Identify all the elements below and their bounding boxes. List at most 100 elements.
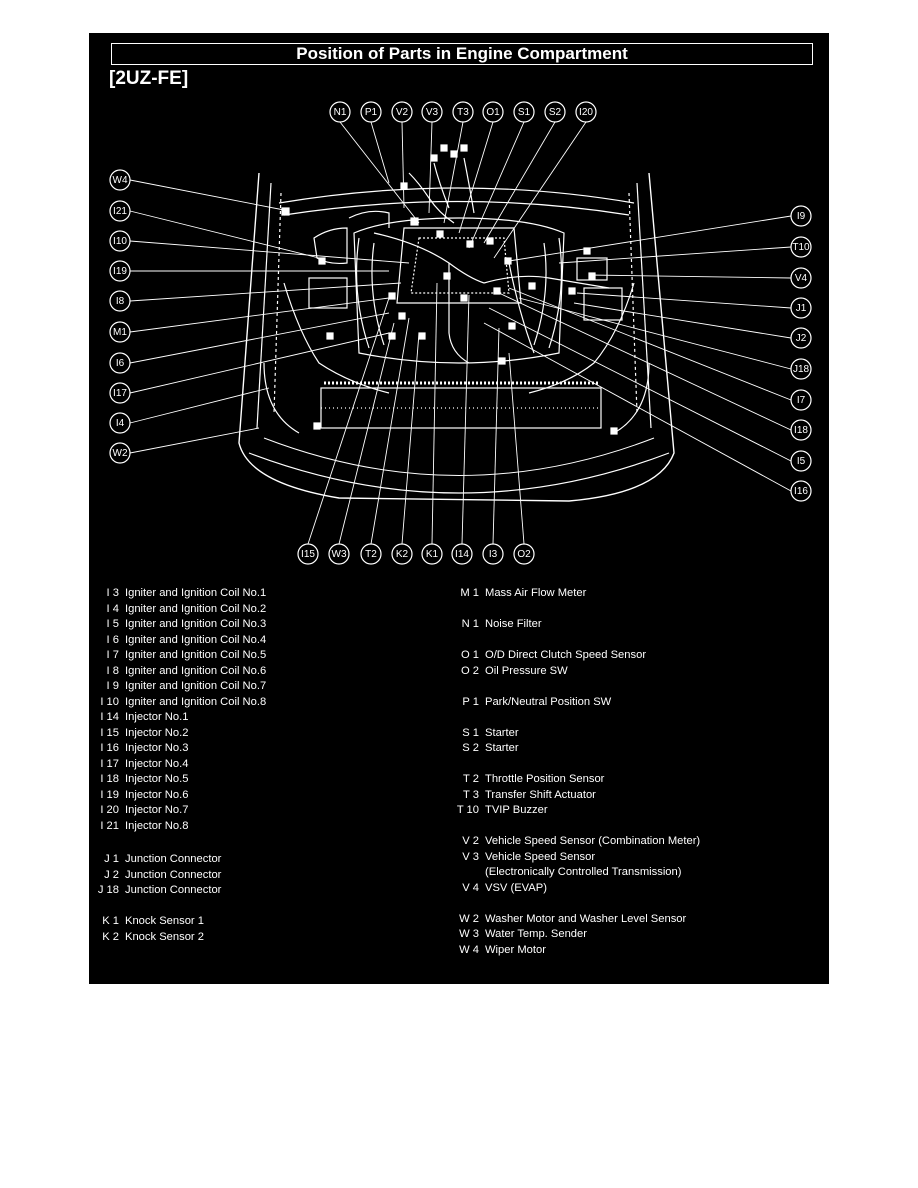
callout-text: O2 bbox=[517, 549, 531, 560]
legend-code: I 21 bbox=[100, 819, 119, 832]
title-box: Position of Parts in Engine Compartment bbox=[111, 43, 813, 65]
callout-circle bbox=[109, 412, 131, 434]
legend-description: Igniter and Ignition Coil No.6 bbox=[125, 664, 267, 677]
callout-circle bbox=[328, 543, 350, 565]
callout-i16: I16 bbox=[790, 480, 812, 502]
legend-description: Injector No.3 bbox=[125, 742, 189, 754]
callout-circle bbox=[790, 205, 812, 227]
callout-t2: T2 bbox=[360, 543, 382, 565]
legend-code: W 4 bbox=[459, 943, 479, 956]
callout-text: O1 bbox=[486, 107, 500, 118]
callout-circle bbox=[482, 543, 504, 565]
callout-v4: V4 bbox=[790, 267, 812, 289]
callout-v2: V2 bbox=[391, 101, 413, 123]
engine-illustration bbox=[238, 144, 675, 502]
legend-code: T 10 bbox=[456, 804, 479, 816]
callout-circle bbox=[452, 101, 474, 123]
callout-text: V4 bbox=[795, 273, 808, 284]
leader-w4 bbox=[129, 179, 285, 211]
callout-circle bbox=[513, 101, 535, 123]
legend-description: Junction Connector bbox=[125, 853, 222, 865]
callout-i20: I20 bbox=[575, 101, 597, 123]
callout-circle bbox=[297, 543, 319, 565]
leader-t3 bbox=[443, 121, 464, 224]
leader-i14 bbox=[461, 294, 470, 545]
leader-i8 bbox=[129, 282, 402, 302]
callout-j1: J1 bbox=[790, 297, 812, 319]
legend-code: V 4 bbox=[462, 881, 479, 894]
callout-circle bbox=[109, 321, 131, 343]
legend-code: I 14 bbox=[100, 711, 119, 723]
legend-description: Transfer Shift Actuator bbox=[485, 788, 596, 801]
callout-i4: I4 bbox=[109, 412, 131, 434]
leader-w2 bbox=[129, 427, 260, 454]
callout-circle bbox=[329, 101, 351, 123]
callout-circle bbox=[391, 101, 413, 123]
leader-o2 bbox=[508, 352, 525, 545]
callout-circle bbox=[109, 200, 131, 222]
callout-text: P1 bbox=[365, 107, 378, 118]
leader-k1 bbox=[431, 282, 438, 545]
callout-i8: I8 bbox=[109, 290, 131, 312]
callout-i6: I6 bbox=[109, 352, 131, 374]
callout-i3: I3 bbox=[482, 543, 504, 565]
callout-n1: N1 bbox=[329, 101, 351, 123]
legend-code: W 2 bbox=[459, 912, 479, 925]
legend-description: Junction Connector bbox=[125, 868, 222, 881]
leader-i3 bbox=[492, 327, 500, 545]
leader-s1 bbox=[468, 121, 525, 249]
legend-code: N 1 bbox=[461, 618, 479, 630]
legend-description: Igniter and Ignition Coil No.4 bbox=[125, 633, 267, 646]
callout-i5: I5 bbox=[790, 450, 812, 472]
callout-text: T10 bbox=[792, 242, 810, 253]
callout-circle bbox=[513, 543, 535, 565]
legend-code: W 3 bbox=[459, 928, 479, 940]
callout-circle bbox=[451, 543, 473, 565]
legend-code: T 2 bbox=[463, 773, 479, 785]
leader-i6 bbox=[129, 312, 390, 364]
callout-text: S2 bbox=[549, 107, 562, 118]
leader-i18 bbox=[498, 292, 792, 431]
callout-text: T3 bbox=[457, 107, 469, 118]
legend-code: I 3 bbox=[106, 587, 119, 599]
legend-code: I 9 bbox=[106, 680, 119, 692]
callout-text: I20 bbox=[579, 107, 593, 118]
legend-description: TVIP Buzzer bbox=[485, 804, 548, 816]
legend-code: O 1 bbox=[460, 649, 479, 661]
callout-text: I5 bbox=[797, 456, 806, 467]
callout-circle bbox=[421, 101, 443, 123]
callout-circle bbox=[109, 382, 131, 404]
callout-text: J18 bbox=[793, 364, 810, 375]
page-title: Position of Parts in Engine Compartment bbox=[296, 44, 628, 63]
legend-code: M 1 bbox=[460, 587, 479, 599]
legend-code: J 1 bbox=[104, 853, 119, 865]
legend-description: Mass Air Flow Meter bbox=[485, 587, 587, 599]
legend-description: Junction Connector bbox=[125, 884, 222, 896]
leader-i15 bbox=[307, 297, 390, 545]
legend-description: Injector No.1 bbox=[125, 711, 189, 723]
legend-description: Injector No.6 bbox=[125, 788, 189, 801]
callout-text: J1 bbox=[796, 303, 807, 314]
callout-text: M1 bbox=[113, 327, 127, 338]
legend-code: I 17 bbox=[100, 757, 119, 770]
callout-i18: I18 bbox=[790, 419, 812, 441]
callout-circle bbox=[109, 260, 131, 282]
legend-code: J 18 bbox=[97, 884, 119, 896]
legend-code: S 2 bbox=[462, 742, 479, 754]
legend-description: Injector No.7 bbox=[125, 804, 189, 816]
callout-text: I8 bbox=[116, 296, 125, 307]
diagram-panel: Position of Parts in Engine Compartment … bbox=[89, 33, 829, 984]
callout-s2: S2 bbox=[544, 101, 566, 123]
legend-code: I 10 bbox=[100, 695, 119, 708]
leader-i4 bbox=[129, 387, 270, 424]
leader-i17 bbox=[129, 332, 390, 394]
callout-j18: J18 bbox=[790, 358, 812, 380]
legend-description: Igniter and Ignition Coil No.8 bbox=[125, 695, 267, 708]
callout-w3: W3 bbox=[328, 543, 350, 565]
legend-code: I 7 bbox=[106, 649, 119, 661]
legend-code: P 1 bbox=[462, 695, 479, 708]
legend-code: S 1 bbox=[462, 726, 479, 739]
leader-j1 bbox=[576, 292, 792, 309]
callout-i19: I19 bbox=[109, 260, 131, 282]
callout-w4: W4 bbox=[109, 169, 131, 191]
